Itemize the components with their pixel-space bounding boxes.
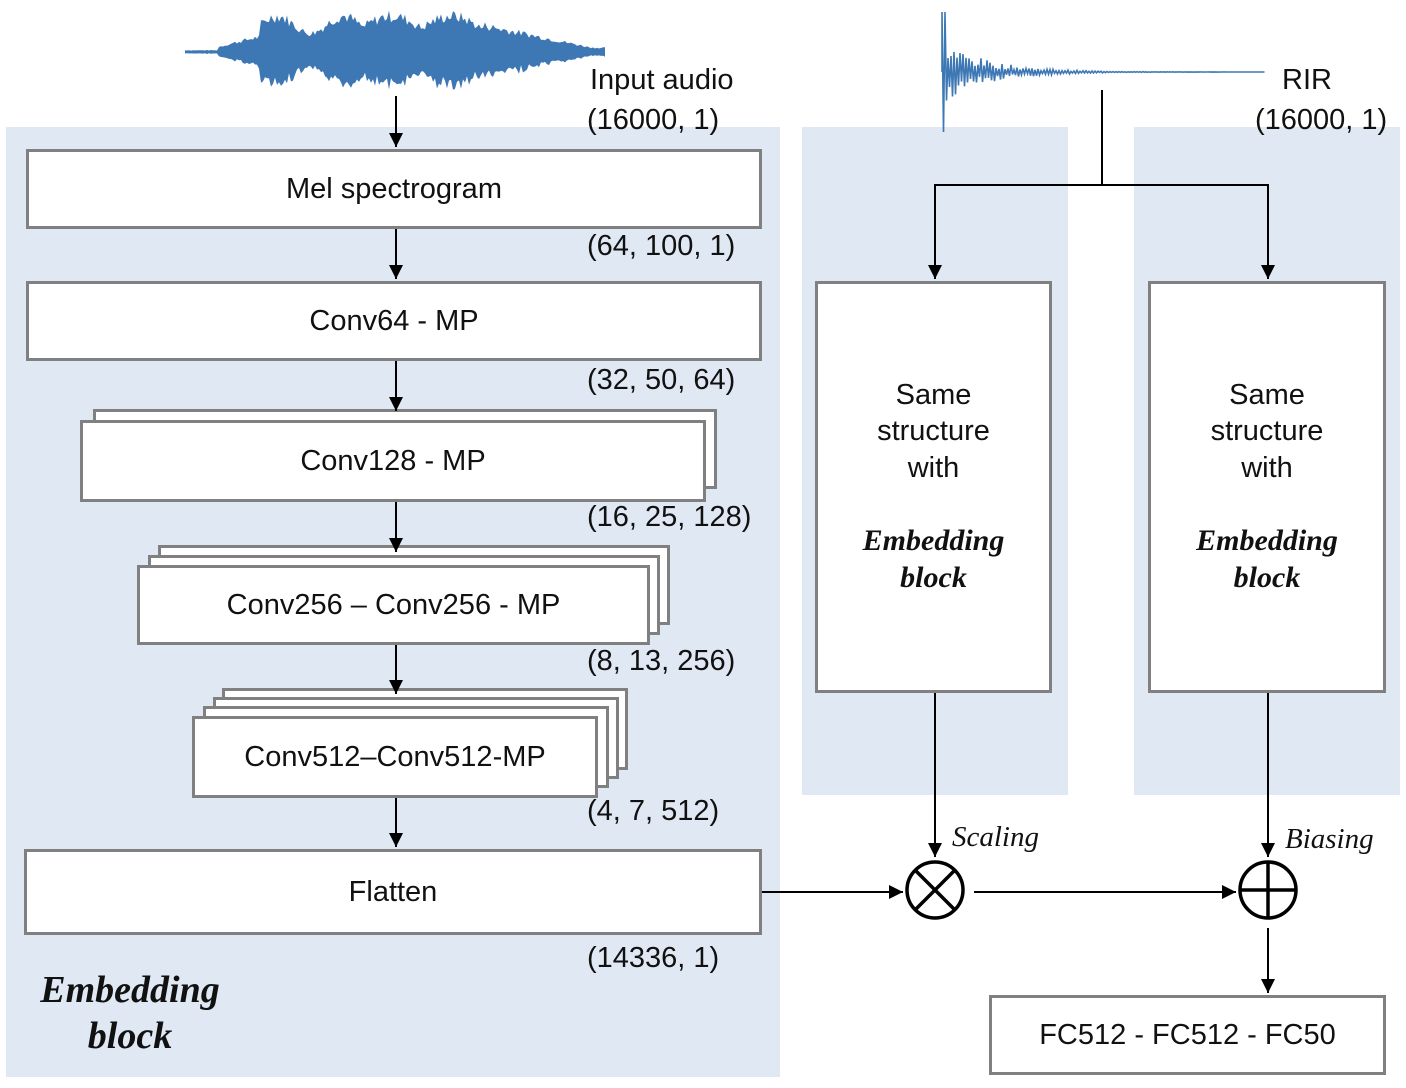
biasing-branch-emphasis2: block [1233, 561, 1301, 595]
conv128-output-shape: (16, 25, 128) [587, 501, 752, 533]
conv64-output-shape: (32, 50, 64) [587, 364, 736, 396]
biasing-label: Biasing [1285, 823, 1374, 855]
mel-spectrogram-output-shape: (64, 100, 1) [587, 230, 736, 262]
flatten-label: Flatten [348, 875, 438, 908]
conv512-layer: Conv512–Conv512-MP [192, 716, 598, 798]
biasing-branch-line2: structure [1210, 415, 1324, 448]
conv128-layer: Conv128 - MP [80, 420, 706, 502]
biasing-branch-line1: Same [1229, 379, 1305, 412]
biasing-branch-emphasis1: Embedding [1196, 523, 1338, 557]
conv64-label: Conv64 - MP [309, 304, 479, 337]
input-audio-waveform-icon [185, 10, 605, 90]
scaling-branch-line1: Same [895, 379, 972, 412]
scaling-branch-emphasis2: block [900, 561, 967, 595]
scaling-branch-box: Same structure with Embedding block [815, 281, 1052, 693]
input-audio-shape: (16000, 1) [587, 104, 720, 136]
conv64-layer: Conv64 - MP [26, 281, 762, 361]
circled-times-icon [905, 860, 965, 920]
conv256-output-shape: (8, 13, 256) [587, 645, 736, 677]
biasing-branch-box: Same structure with Embedding block [1148, 281, 1386, 693]
mel-spectrogram-label: Mel spectrogram [286, 172, 502, 205]
biasing-branch-line3: with [1241, 451, 1293, 484]
scaling-label: Scaling [952, 821, 1039, 853]
output-head-box: FC512 - FC512 - FC50 [989, 995, 1386, 1075]
scaling-branch-line3: with [907, 451, 960, 484]
mel-spectrogram-layer: Mel spectrogram [26, 149, 762, 229]
scaling-branch-emphasis1: Embedding [862, 523, 1005, 557]
conv512-output-shape: (4, 7, 512) [587, 795, 720, 827]
arrow-rir-to-scaling-branch [928, 184, 1102, 279]
conv128-label: Conv128 - MP [300, 444, 486, 477]
rir-waveform-icon [941, 11, 1265, 133]
conv256-layer: Conv256 – Conv256 - MP [137, 565, 650, 645]
scaling-branch-line2: structure [877, 415, 990, 448]
flatten-output-shape: (14336, 1) [587, 942, 720, 974]
arrow-rir-to-biasing-branch [1102, 184, 1275, 279]
circled-plus-icon [1238, 860, 1298, 920]
flatten-layer: Flatten [24, 849, 762, 935]
rir-label: RIR [1282, 64, 1332, 96]
input-audio-label: Input audio [590, 64, 734, 96]
embedding-block-title: Embedding block [40, 969, 220, 1057]
conv256-label: Conv256 – Conv256 - MP [226, 588, 561, 621]
output-head-label: FC512 - FC512 - FC50 [1039, 1018, 1336, 1051]
conv512-label: Conv512–Conv512-MP [244, 740, 546, 773]
rir-shape: (16000, 1) [1255, 104, 1388, 136]
